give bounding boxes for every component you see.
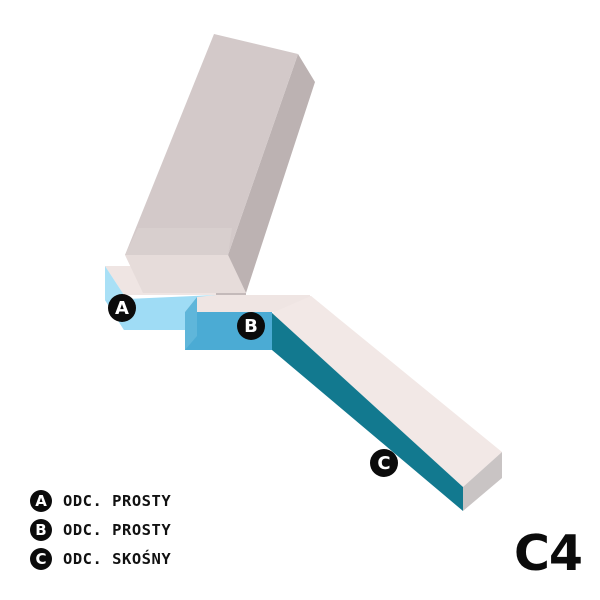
segment-c-top-face [272, 296, 502, 487]
legend-label-c: ODC. SKOŚNY [63, 550, 172, 568]
marker-badge-c[interactable]: C [370, 449, 398, 477]
legend-item-b: B ODC. PROSTY [30, 517, 290, 543]
segment-c-group [272, 296, 502, 511]
upper-arm-group [125, 34, 315, 293]
marker-letter-c: C [377, 453, 390, 474]
segment-b-left-cap [185, 297, 197, 350]
upper-arm-top-face [125, 34, 298, 255]
legend-badge-a: A [30, 490, 52, 512]
upper-arm-side-face [228, 54, 315, 293]
segment-c-side-face [272, 313, 463, 511]
segment-c-end-cap [463, 452, 502, 511]
marker-circle-a [108, 294, 136, 322]
part-code-label: C4 [513, 525, 583, 582]
marker-badge-b[interactable]: B [237, 312, 265, 340]
legend: A ODC. PROSTY B ODC. PROSTY C ODC. SKOŚN… [30, 488, 290, 575]
marker-badge-a[interactable]: A [108, 294, 136, 322]
legend-badge-c: C [30, 548, 52, 570]
marker-circle-c [370, 449, 398, 477]
legend-badge-b: B [30, 519, 52, 541]
upper-arm-top-shade [125, 228, 232, 255]
legend-label-a: ODC. PROSTY [63, 492, 172, 510]
marker-letter-a: A [115, 298, 129, 319]
legend-label-b: ODC. PROSTY [63, 521, 172, 539]
marker-letter-b: B [244, 316, 258, 337]
legend-item-a: A ODC. PROSTY [30, 488, 290, 514]
upper-arm-base-cap [125, 255, 246, 293]
legend-item-c: C ODC. SKOŚNY [30, 546, 290, 572]
marker-circle-b [237, 312, 265, 340]
